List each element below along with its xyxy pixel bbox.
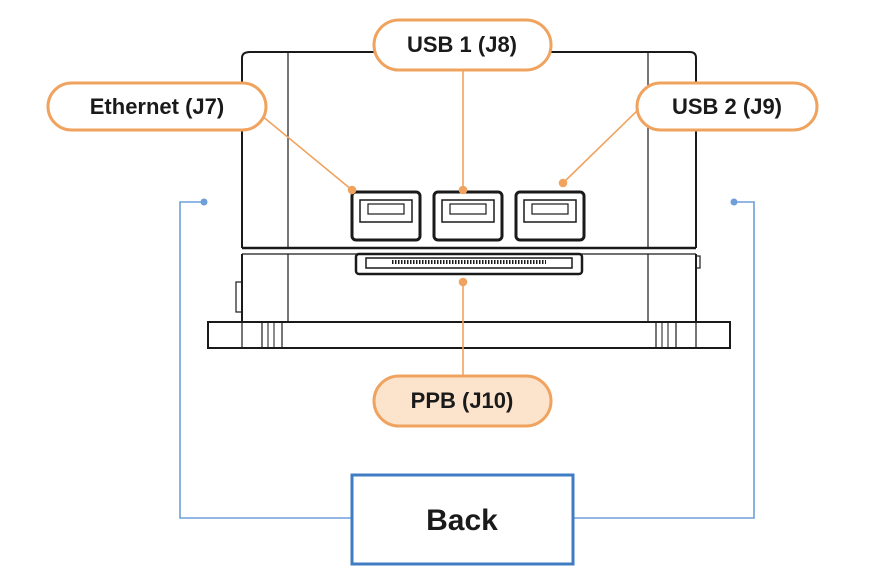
back-box: Back xyxy=(350,473,575,566)
ppb-label: PPB (J10) xyxy=(411,388,514,413)
usb1-callout: USB 1 (J8) xyxy=(372,18,553,72)
blue-leaders xyxy=(179,201,755,519)
ethernet-port xyxy=(350,190,422,242)
ppb-connector xyxy=(354,252,584,276)
usb2-label: USB 2 (J9) xyxy=(672,94,782,119)
back-label: Back xyxy=(426,504,498,537)
usb2-callout: USB 2 (J9) xyxy=(635,81,819,132)
usb2-port xyxy=(514,190,586,242)
right-blue-dot xyxy=(730,198,738,206)
ethernet-label: Ethernet (J7) xyxy=(90,94,224,119)
left-blue-dot xyxy=(200,198,208,206)
usb1-label: USB 1 (J8) xyxy=(407,32,517,57)
ppb-callout: PPB (J10) xyxy=(372,374,553,428)
usb1-port xyxy=(432,190,504,242)
orange-leaders xyxy=(249,70,641,378)
ethernet-callout: Ethernet (J7) xyxy=(46,81,268,132)
